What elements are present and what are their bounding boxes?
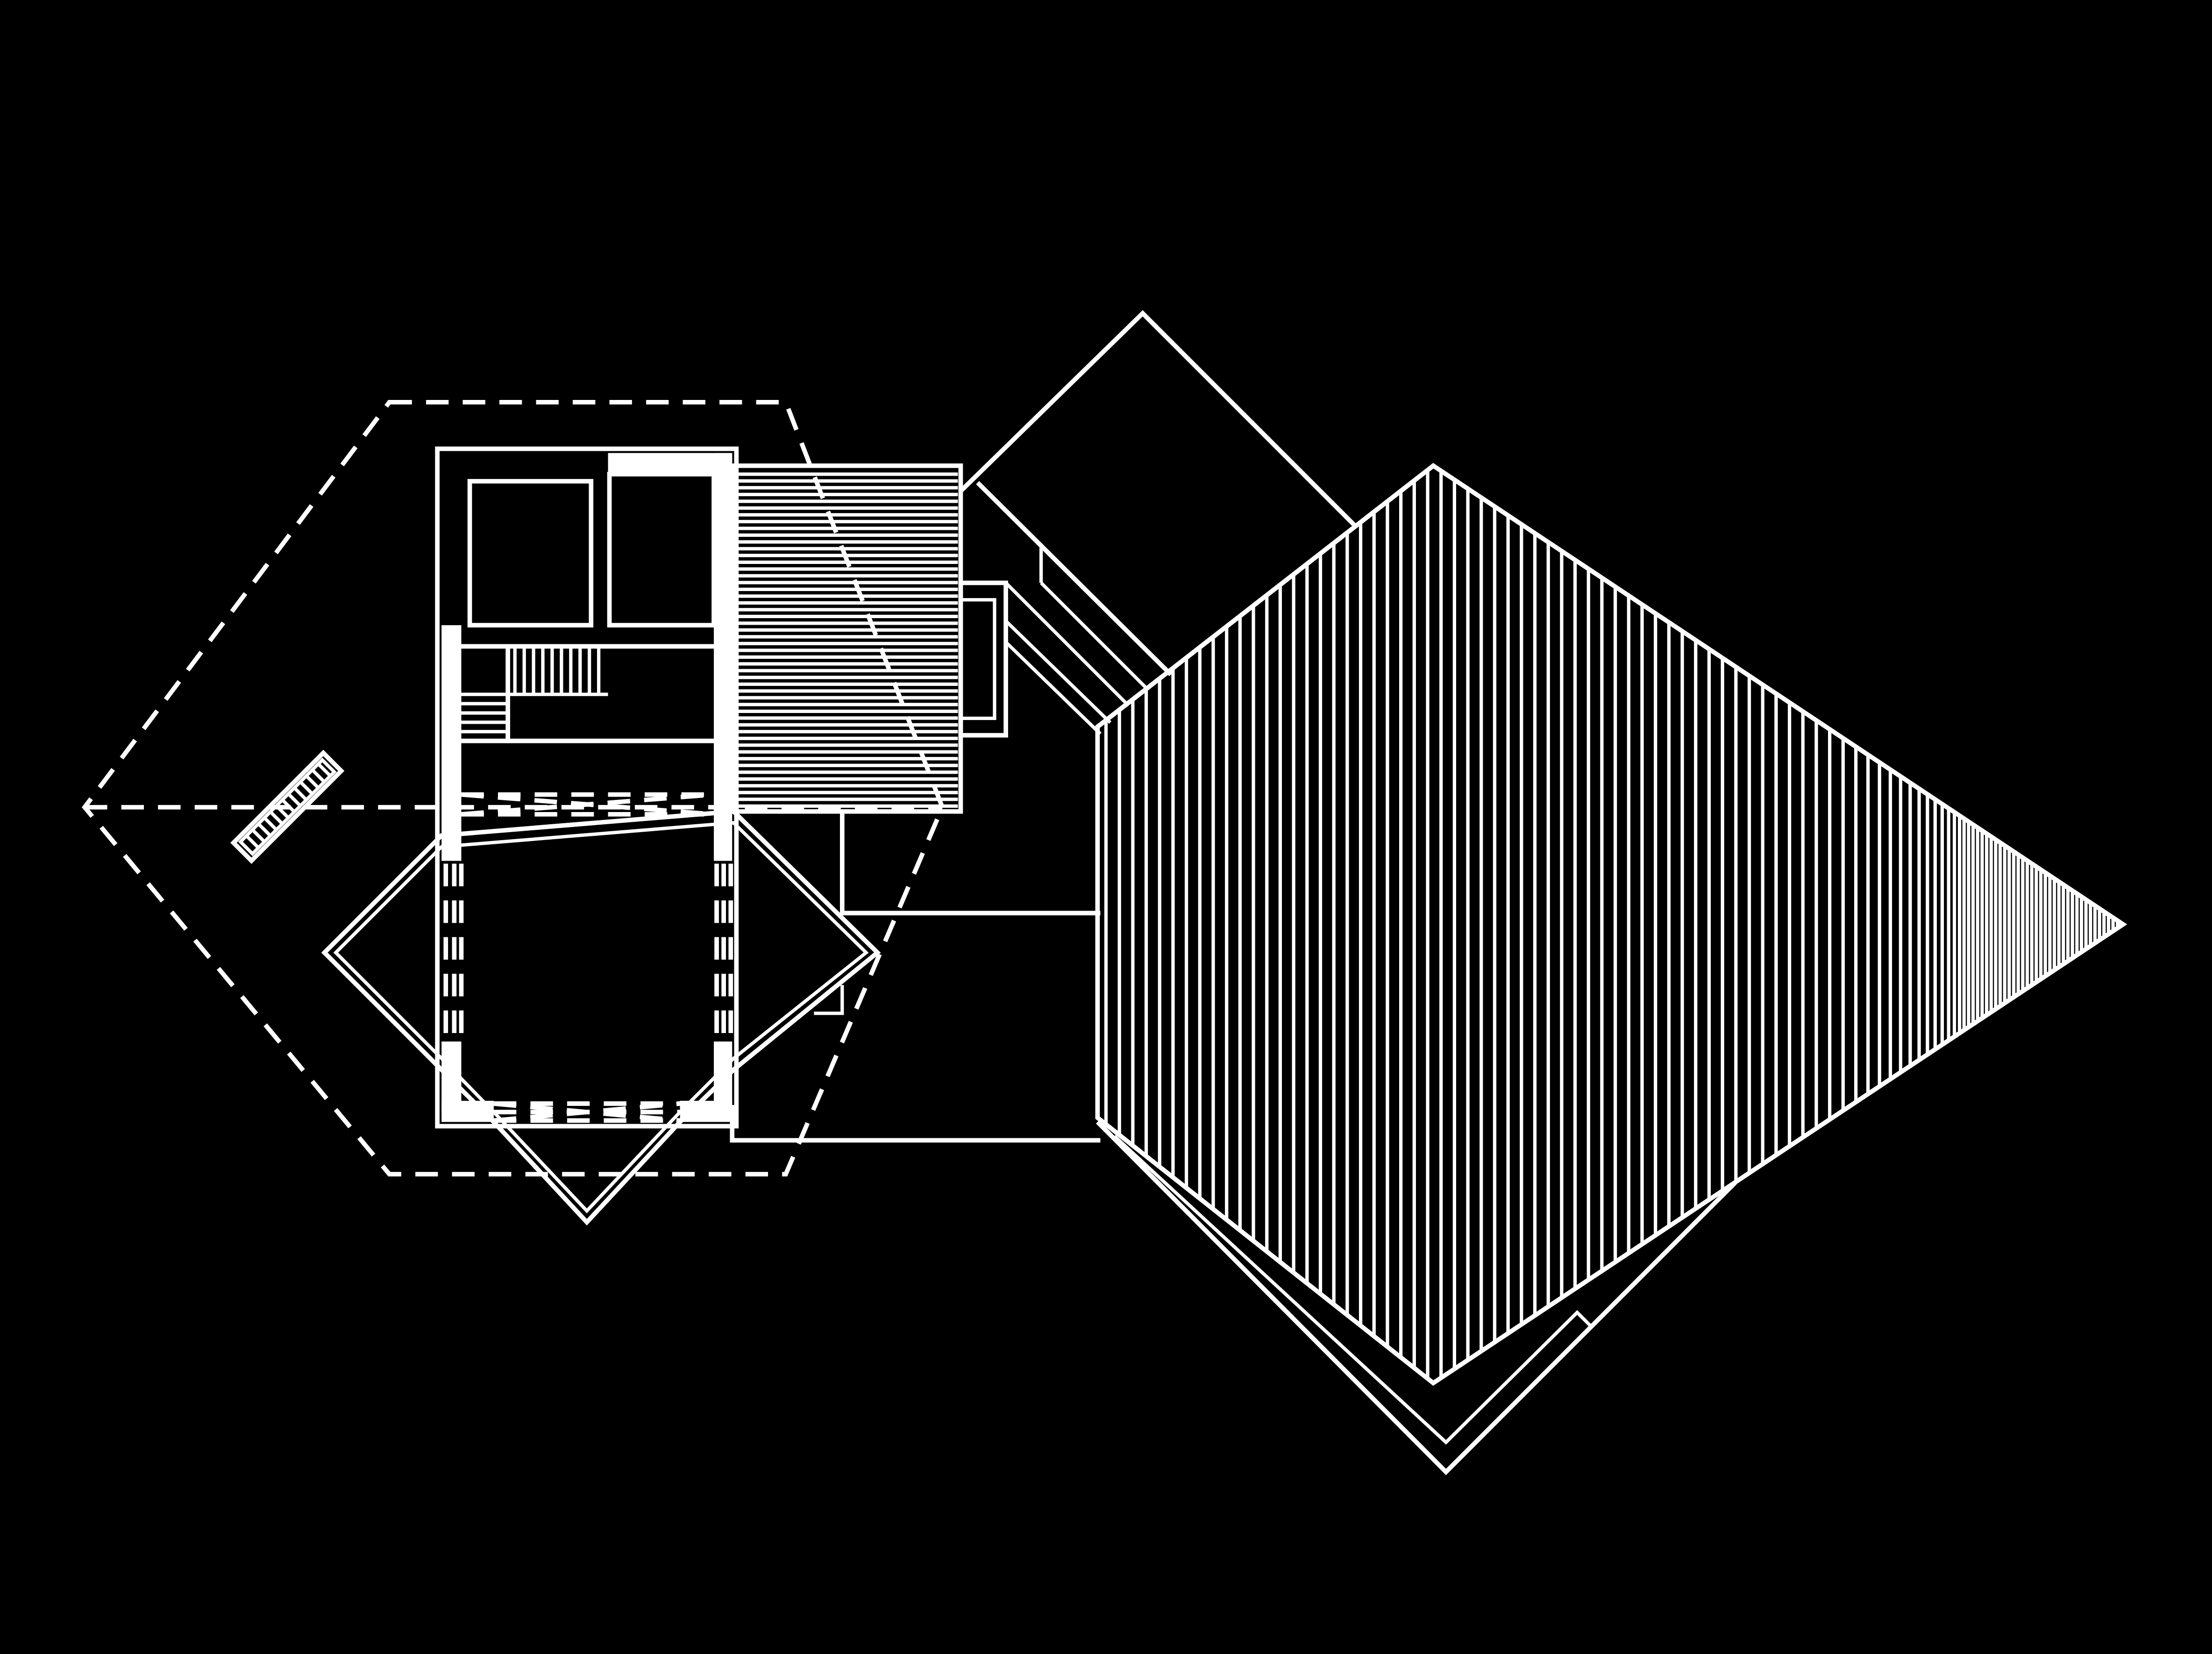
terrace-step (814, 985, 844, 1015)
skylight-slat (257, 822, 272, 837)
skylight-slat (275, 805, 290, 819)
skylight-slat (281, 798, 296, 813)
skylight (230, 749, 345, 864)
lower-terrace-line (730, 1105, 1101, 1143)
terrace-line (839, 811, 1101, 916)
wall-top (608, 453, 733, 474)
connector-hatching (735, 472, 958, 808)
glazing-left (443, 863, 464, 1039)
glazing-bottom (493, 1101, 680, 1123)
roof-base-inner (1113, 1134, 1593, 1445)
glazing-right (714, 863, 733, 1039)
glazing-middle (461, 792, 714, 817)
room-right (607, 472, 716, 627)
stair-treads-upper (508, 646, 608, 696)
house-outline (435, 446, 739, 1129)
skylight-slat (305, 775, 320, 789)
deck-inner-outline (333, 821, 869, 1213)
roof-base-outline (1095, 1120, 1737, 1476)
roof-hatching (1104, 470, 2120, 1379)
roof-overhang-outline (82, 400, 945, 1176)
skylight-slat (293, 786, 308, 801)
stair-treads-lower (461, 692, 508, 734)
skylight-slat (245, 834, 260, 849)
wall-right-upper (714, 453, 733, 861)
ramp-lines (1004, 547, 1148, 735)
skylight-slat (251, 828, 266, 843)
north-square-edge (976, 481, 1173, 677)
connector-step (958, 580, 1008, 738)
skylight-slat (269, 810, 284, 825)
skylight-slat (263, 816, 278, 831)
wall-left-upper (441, 625, 462, 861)
skylight-slat (317, 763, 332, 777)
skylight-slat (311, 769, 326, 783)
room-left (467, 479, 594, 627)
skylight-slat (299, 780, 314, 795)
deck-outline (321, 809, 881, 1226)
skylight-slat (287, 792, 302, 807)
roof-eave-left (1096, 463, 1435, 729)
north-square (959, 310, 1356, 527)
connector-step-inner (959, 598, 996, 720)
